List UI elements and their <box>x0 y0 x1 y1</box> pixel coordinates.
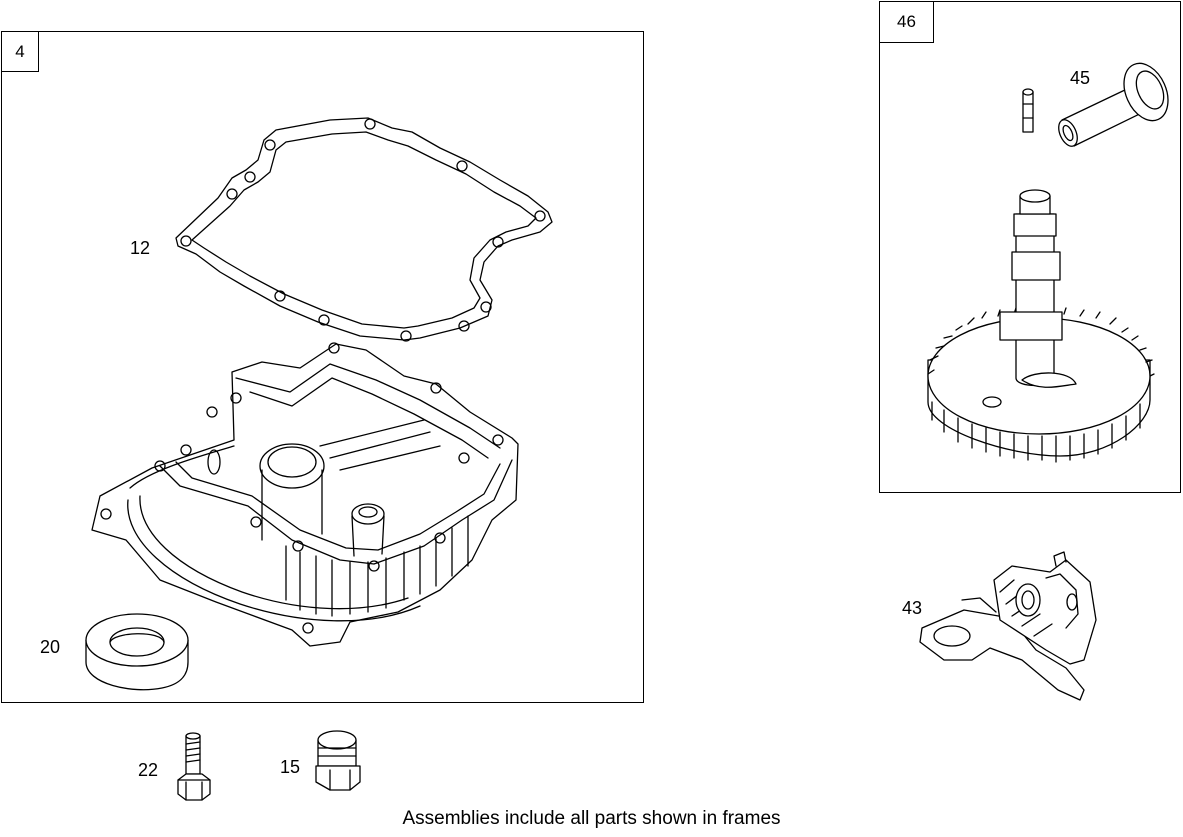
callout-plug: 15 <box>280 757 301 777</box>
callout-bolt: 22 <box>138 760 159 780</box>
oil-pan-gasket[interactable] <box>175 117 553 342</box>
callout-gasket: 12 <box>130 238 151 258</box>
plug[interactable] <box>315 730 361 791</box>
camshaft-gear[interactable] <box>927 189 1155 463</box>
oil-seal[interactable] <box>85 613 189 691</box>
callout-governor: 43 <box>902 598 923 618</box>
callout-seal: 20 <box>40 637 61 657</box>
callout-pin: 45 <box>1070 68 1091 88</box>
assembly-frame-46: 46 <box>879 1 1181 493</box>
frame-tag-4: 4 <box>2 32 39 72</box>
frame-tag-46: 46 <box>880 2 934 43</box>
dowel-pin[interactable] <box>1022 88 1034 133</box>
frames-caption: Assemblies include all parts shown in fr… <box>402 808 781 829</box>
bolt[interactable] <box>177 732 211 801</box>
oil-pan-sump[interactable] <box>91 342 519 647</box>
cam-tube[interactable] <box>1055 56 1176 149</box>
governor-assembly[interactable] <box>919 551 1097 701</box>
assembly-frame-4: 4 <box>1 31 644 703</box>
